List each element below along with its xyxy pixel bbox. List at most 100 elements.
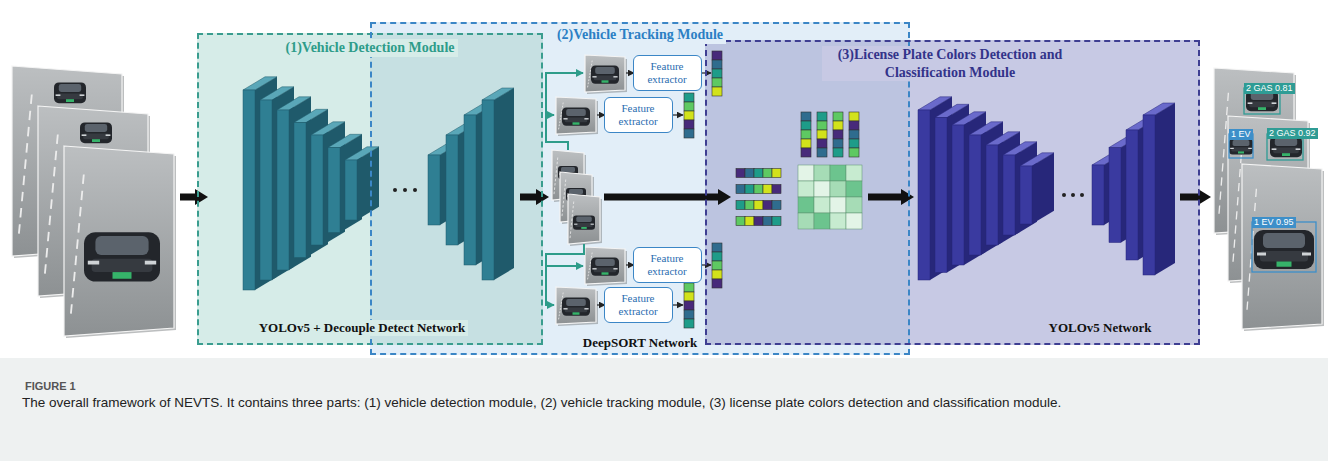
car-hood: [1260, 251, 1308, 262]
car-body: [1270, 136, 1302, 157]
layer-front: [260, 100, 272, 280]
vector-cell: [817, 130, 827, 139]
car-light: [613, 268, 617, 269]
vector-cell: [817, 121, 827, 130]
module-title: (3)License Plate Colors Detection and Cl…: [822, 46, 1078, 81]
flow-arrow: [604, 189, 731, 205]
license-plate: [113, 272, 132, 279]
car-light: [88, 261, 99, 265]
car-light: [1302, 253, 1311, 256]
car-hood: [594, 75, 616, 80]
vector-cell: [772, 201, 781, 210]
detection-label: 1 EV 0.95: [1252, 217, 1296, 228]
network-symbol: [918, 97, 1175, 280]
feature-vector: [684, 283, 694, 328]
car-light: [592, 76, 596, 77]
photo-frame: [556, 97, 596, 134]
vector-cell: [817, 148, 827, 157]
vector-cell: [684, 93, 694, 102]
car-window: [566, 299, 586, 306]
module-title: (2)Vehicle Tracking Module: [554, 26, 726, 44]
layer-front: [969, 135, 981, 255]
vector-cell: [712, 60, 722, 69]
vector-cell: [833, 148, 843, 157]
vector-cell: [754, 217, 763, 226]
layer-front: [1092, 165, 1104, 225]
vector-cell: [745, 201, 754, 210]
vector-cell: [772, 185, 781, 194]
car-light: [1248, 148, 1252, 149]
pointer-line: [546, 244, 584, 305]
vector-cell: [772, 217, 781, 226]
matrix-cell: [814, 165, 830, 181]
vector-cell: [754, 201, 763, 210]
feature-vector: [712, 51, 722, 96]
ellipsis-dot: [403, 188, 407, 192]
flow-arrow: [868, 189, 914, 205]
vector-cell: [772, 169, 781, 178]
license-plate: [602, 272, 609, 274]
car-body: [562, 298, 590, 316]
feature-vector: [833, 112, 843, 157]
car-light: [82, 134, 87, 136]
vector-cell: [684, 283, 694, 292]
vector-cell: [684, 111, 694, 120]
vector-cell: [833, 130, 843, 139]
license-plate: [602, 80, 609, 82]
car-window: [595, 259, 615, 266]
photo-frame: [64, 146, 174, 336]
feature-vector: [801, 112, 811, 157]
car-body: [80, 122, 112, 143]
license-plate: [92, 139, 100, 142]
car-window: [95, 236, 148, 255]
pointer-line: [546, 265, 583, 267]
car-hood: [565, 117, 587, 122]
matrix-cell: [814, 181, 830, 197]
matrix-cell: [814, 197, 830, 213]
vector-cell: [684, 310, 694, 319]
layer-front: [311, 135, 323, 245]
layer-front: [1109, 148, 1121, 243]
layer-front: [428, 155, 440, 225]
vector-cell: [684, 301, 694, 310]
feature-vector: [736, 185, 781, 194]
car-body: [1254, 230, 1314, 269]
car-light: [1230, 148, 1234, 149]
car-window: [569, 189, 583, 194]
process-label: Feature extractor: [637, 252, 698, 277]
car-body: [562, 108, 590, 126]
vector-cell: [817, 139, 827, 148]
car-hood: [1231, 147, 1250, 151]
layer-front: [243, 90, 255, 290]
car-light: [1272, 102, 1277, 104]
feature-vector: [736, 217, 781, 226]
photo-frame: [585, 55, 625, 92]
car-light: [1248, 102, 1253, 104]
car-light: [592, 268, 596, 269]
car-hood: [1249, 102, 1275, 108]
vector-cell: [817, 112, 827, 121]
label-holder: 1 EV: [1229, 123, 1253, 141]
car: [80, 122, 112, 143]
license-plate: [66, 99, 74, 102]
vector-cell: [684, 292, 694, 301]
matrix-cell: [846, 181, 862, 197]
photo-frame: [585, 247, 625, 284]
vector-cell: [736, 217, 745, 226]
car-light: [106, 134, 111, 136]
license-plate: [581, 227, 587, 229]
module-region: (3)License Plate Colors Detection and Cl…: [705, 40, 1200, 345]
photo-frame: [556, 287, 596, 324]
license-plate: [1282, 153, 1290, 156]
matrix-cell: [830, 165, 846, 181]
vector-cell: [684, 129, 694, 138]
lane-marking: [45, 135, 58, 278]
car: [1270, 136, 1302, 157]
vector-cell: [712, 252, 722, 261]
layer-front: [918, 110, 930, 280]
car-hood: [565, 307, 587, 312]
lane-marking: [1233, 141, 1243, 265]
vector-cell: [712, 261, 722, 270]
matrix-cell: [798, 181, 814, 197]
feature-vector: [817, 112, 827, 157]
